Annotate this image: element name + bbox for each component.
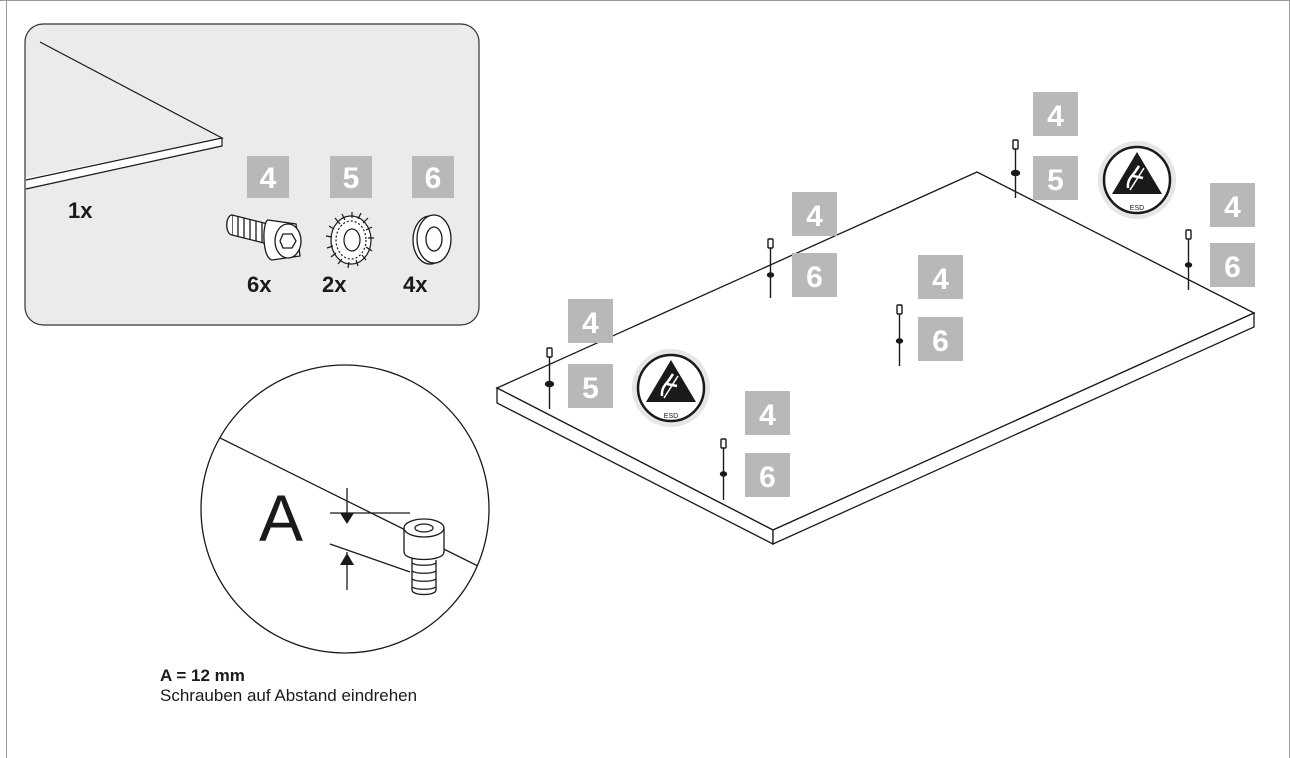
screw-marker [1010,139,1021,198]
svg-text:4: 4 [759,399,776,432]
svg-text:4: 4 [1224,191,1241,224]
panel-quantity: 1x [68,198,93,223]
esd-warning-icon: ESD [632,349,710,427]
screw-marker [895,304,904,366]
serrated-lock-washer-icon [325,212,374,269]
screw-marker [1184,229,1193,290]
callout-badges: 4 5 4 6 4 6 4 6 4 5 4 6 [568,92,1255,497]
callout-badge: 5 [568,364,613,408]
svg-text:6: 6 [806,261,823,294]
part-5-quantity: 2x [322,272,347,297]
callout-badge: 4 [792,192,837,236]
flat-washer-icon [412,214,452,265]
svg-text:4: 4 [582,307,599,340]
svg-text:4: 4 [260,162,277,195]
parts-box: 1x 4 5 6 [24,23,480,326]
part-badge-5: 5 [330,156,372,198]
svg-text:5: 5 [582,372,599,405]
svg-text:ESD: ESD [664,413,678,420]
svg-text:ESD: ESD [1130,205,1144,212]
screw-marker [766,238,775,298]
detail-circle [200,364,490,654]
svg-text:6: 6 [932,325,949,358]
svg-text:6: 6 [1224,251,1241,284]
callout-badge: 6 [792,253,837,297]
callout-badge: 4 [745,391,790,435]
part-6-quantity: 4x [403,272,428,297]
hex-socket-screw-icon [226,214,302,261]
callout-badge: 4 [1033,92,1078,136]
dimension-caption: A = 12 mm Schrauben auf Abstand eindrehe… [160,666,417,706]
svg-text:6: 6 [425,162,442,195]
callout-badge: 6 [918,317,963,361]
callout-badge: 4 [1210,183,1255,227]
svg-text:5: 5 [1047,164,1064,197]
screw-marker [544,347,555,409]
callout-badge: 4 [568,299,613,343]
svg-text:4: 4 [806,200,823,233]
callout-badge: 6 [745,453,790,497]
instruction-text: Schrauben auf Abstand eindrehen [160,686,418,705]
part-badge-6: 6 [412,156,454,198]
part-4-quantity: 6x [247,272,272,297]
screw-markers [544,139,1193,500]
callout-badge: 6 [1210,243,1255,287]
dimension-letter: A [259,481,303,555]
detail-view: A [200,364,490,654]
callout-badge: 4 [918,255,963,299]
table-panel [495,171,1256,546]
panel-corner-icon [25,41,224,190]
svg-text:4: 4 [1047,100,1064,133]
detail-screw-icon [403,518,445,596]
svg-text:6: 6 [759,461,776,494]
esd-warning-icon: ESD [1098,141,1176,219]
callout-badge: 5 [1033,156,1078,200]
screw-marker [719,438,728,500]
svg-text:5: 5 [343,162,360,195]
svg-text:4: 4 [932,263,949,296]
part-badge-4: 4 [247,156,289,198]
dimension-value: A = 12 mm [160,666,245,685]
